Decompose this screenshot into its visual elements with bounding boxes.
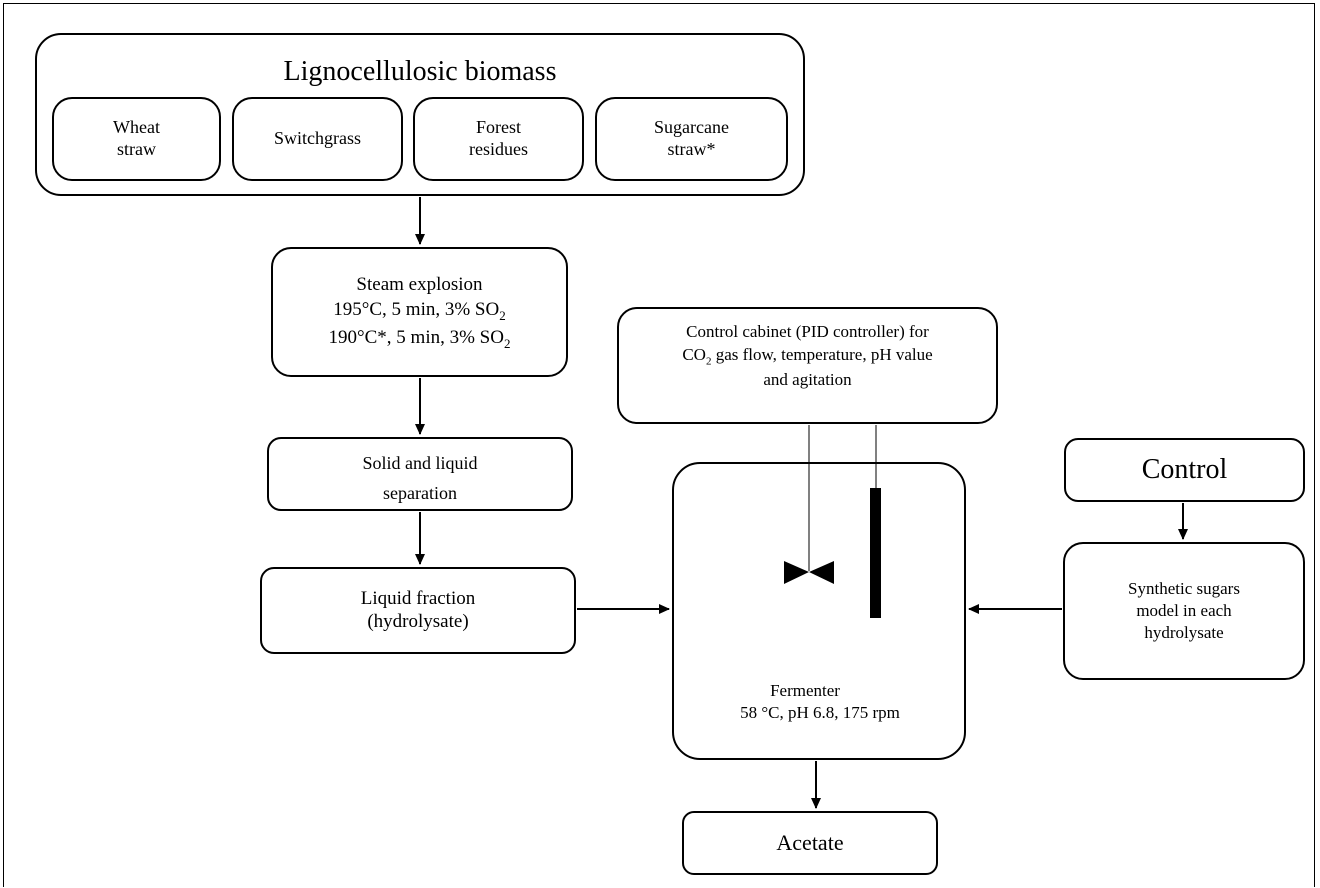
steam-explosion-condition-2: 190°C*, 5 min, 3% SO2	[328, 326, 511, 351]
acetate-label: Acetate	[776, 829, 844, 855]
control-cabinet-box: Control cabinet (PID controller) for CO2…	[617, 307, 998, 424]
biomass-item-wheat-straw: Wheat straw	[52, 97, 221, 181]
biomass-item-line: Sugarcane	[654, 117, 729, 138]
biomass-item-line: Switchgrass	[274, 128, 361, 149]
biomass-item-switchgrass: Switchgrass	[232, 97, 403, 181]
control-box: Control	[1064, 438, 1305, 502]
biomass-item-line: Wheat	[113, 117, 160, 138]
control-cabinet-line-3: and agitation	[763, 370, 852, 390]
biomass-item-sugarcane-straw: Sugarcane straw*	[595, 97, 788, 181]
liquid-fraction-line-1: Liquid fraction	[360, 587, 476, 609]
fermenter-line-2: 58 °C, pH 6.8, 175 rpm	[740, 703, 900, 723]
steam-explosion-box: Steam explosion 195°C, 5 min, 3% SO2 190…	[271, 247, 568, 377]
separation-line-2: separation	[383, 482, 457, 503]
liquid-fraction-box: Liquid fraction (hydrolysate)	[260, 567, 576, 654]
figure-frame	[3, 3, 1315, 887]
biomass-item-line: Forest	[476, 117, 521, 138]
synthetic-sugars-line-1: Synthetic sugars	[1128, 578, 1240, 598]
separation-line-1: Solid and liquid	[362, 453, 478, 473]
liquid-fraction-line-2: (hydrolysate)	[367, 610, 469, 632]
acetate-box: Acetate	[682, 811, 938, 875]
steam-explosion-title: Steam explosion	[356, 273, 483, 295]
valve-icon	[784, 561, 834, 584]
biomass-item-line: straw	[117, 139, 156, 159]
steam-explosion-condition-1: 195°C, 5 min, 3% SO2	[333, 299, 506, 324]
control-cabinet-line-1: Control cabinet (PID controller) for	[686, 322, 929, 341]
control-label: Control	[1141, 454, 1228, 486]
fermenter-line-1: Fermenter	[770, 681, 840, 700]
separation-box: Solid and liquid separation	[267, 437, 573, 511]
synthetic-sugars-line-2: model in each	[1136, 600, 1232, 620]
fermenter-label: Fermenter 58 °C, pH 6.8, 175 rpm	[700, 680, 940, 724]
biomass-item-line: residues	[469, 139, 528, 159]
biomass-title: Lignocellulosic biomass	[283, 56, 557, 87]
fermenter-box	[672, 462, 966, 760]
synthetic-sugars-line-3: hydrolysate	[1144, 623, 1224, 643]
biomass-item-line: straw*	[667, 139, 716, 159]
control-cabinet-line-2: CO2 gas flow, temperature, pH value	[682, 344, 933, 368]
probe-icon	[870, 488, 881, 618]
synthetic-sugars-box: Synthetic sugars model in each hydrolysa…	[1063, 542, 1305, 680]
biomass-item-forest-residues: Forest residues	[413, 97, 584, 181]
